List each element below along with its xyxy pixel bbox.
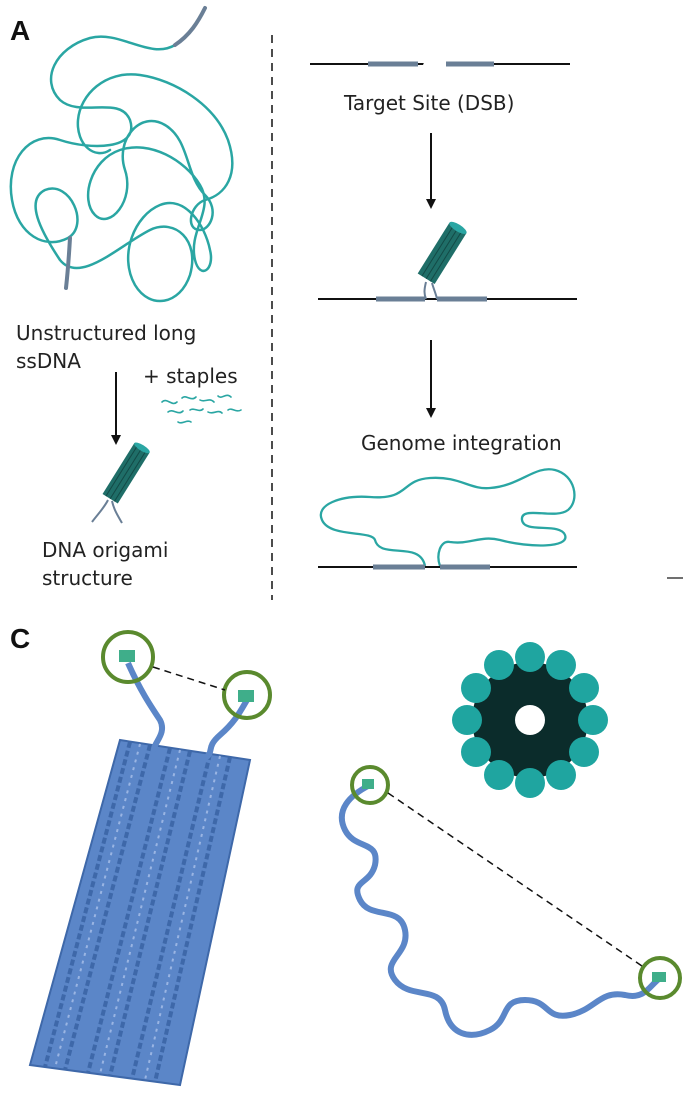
- unstructured-ssdna-coil: [9, 6, 234, 303]
- atomistic-ssdna-model: [338, 782, 663, 1038]
- target-site-label: Target Site (DSB): [343, 91, 514, 115]
- ssdna-caption-line2: ssDNA: [16, 349, 81, 373]
- panel-c-label: C: [10, 623, 30, 654]
- integrated-genome-diagram: [318, 468, 577, 570]
- genome-integration-label: Genome integration: [361, 431, 562, 455]
- helix-bundle-cross-section-icon: [452, 642, 608, 798]
- ssdna-end-highlights: [350, 765, 682, 1000]
- atomistic-origami-model: [28, 661, 252, 1087]
- staple-strands: [161, 394, 242, 424]
- origami-caption-line2: structure: [42, 566, 133, 590]
- origami-caption-line1: DNA origami: [42, 538, 168, 562]
- panel-a-label: A: [10, 15, 30, 46]
- staples-label: + staples: [143, 364, 238, 388]
- origami-binding-target: [318, 221, 577, 302]
- origami-end-highlights: [101, 630, 272, 720]
- target-site-dsb-diagram: [310, 54, 570, 74]
- dna-origami-bundle-icon: [102, 442, 150, 504]
- origami-overhangs: [91, 499, 123, 524]
- ssdna-caption-line1: Unstructured long: [16, 321, 196, 345]
